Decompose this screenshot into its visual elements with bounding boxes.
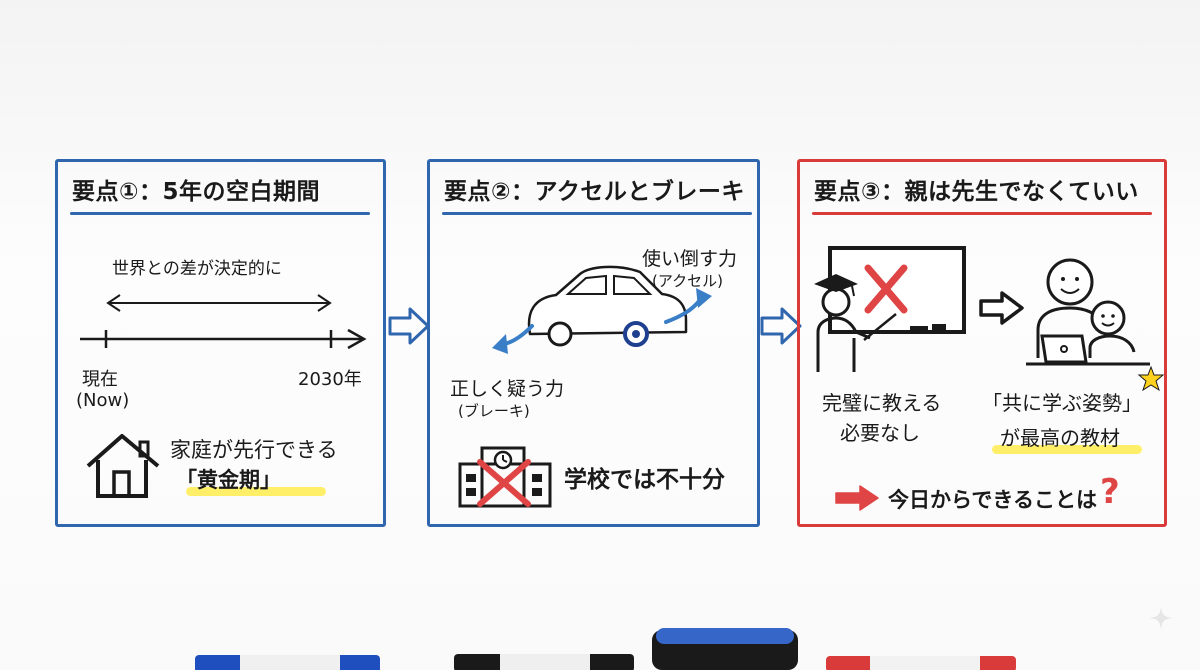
panel-point-1: 要点①：5年の空白期間 世界との差が決定的に 現在 (Now) 2030年 家庭… bbox=[55, 159, 386, 527]
timeline-start-label: 現在 bbox=[82, 369, 118, 390]
panel-1-title: 要点①：5年の空白期間 bbox=[72, 179, 320, 205]
accel-sub: (アクセル) bbox=[652, 272, 723, 290]
timeline-graphic bbox=[80, 294, 367, 350]
arrow-right-icon bbox=[979, 291, 1024, 325]
title-underline bbox=[812, 212, 1152, 215]
school-text: 学校では不十分 bbox=[564, 467, 725, 493]
timeline-start-sub: (Now) bbox=[76, 390, 130, 411]
cta-text: 今日からできることは bbox=[888, 488, 1097, 512]
timeline-end-label: 2030年 bbox=[298, 369, 362, 390]
panel-point-2: 要点②：アクセルとブレーキ 使い倒す力 (アクセル) 正しく疑う力 (ブレーキ)… bbox=[427, 159, 760, 527]
title-underline bbox=[70, 212, 370, 215]
right-highlight bbox=[992, 445, 1142, 454]
left-line-1: 完璧に教える bbox=[822, 391, 942, 415]
panel-3-title: 要点③：親は先生でなくていい bbox=[814, 179, 1139, 205]
golden-line-2: 「黄金期」 bbox=[176, 468, 281, 492]
golden-line-1: 家庭が先行できる bbox=[170, 438, 338, 462]
parent-child-icon bbox=[1026, 258, 1150, 366]
left-line-2: 必要なし bbox=[840, 421, 920, 445]
brake-sub: (ブレーキ) bbox=[458, 402, 530, 420]
arrow-right-icon bbox=[760, 307, 802, 345]
sparkle-icon bbox=[1149, 606, 1173, 630]
title-underline bbox=[442, 212, 752, 215]
panel-point-3: 要点③：親は先生でなくていい 完璧に教える 必要なし 「共に学ぶ姿勢」 bbox=[797, 159, 1167, 527]
car-icon bbox=[492, 265, 712, 354]
brake-label: 正しく疑う力 bbox=[450, 378, 565, 400]
accel-label: 使い倒す力 bbox=[642, 248, 738, 270]
house-icon bbox=[86, 434, 160, 498]
gap-label: 世界との差が決定的に bbox=[112, 259, 282, 279]
star-icon bbox=[1137, 365, 1165, 392]
arrow-right-icon bbox=[835, 485, 879, 511]
cta-question-mark: ? bbox=[1100, 472, 1120, 512]
right-line-1: 「共に学ぶ姿勢」 bbox=[982, 391, 1142, 415]
arrow-right-icon bbox=[388, 307, 430, 345]
golden-highlight bbox=[186, 487, 326, 496]
right-line-2: が最高の教材 bbox=[1000, 426, 1120, 450]
panel-2-title: 要点②：アクセルとブレーキ bbox=[444, 179, 745, 205]
teacher-icon bbox=[814, 246, 966, 372]
school-icon bbox=[458, 446, 552, 508]
